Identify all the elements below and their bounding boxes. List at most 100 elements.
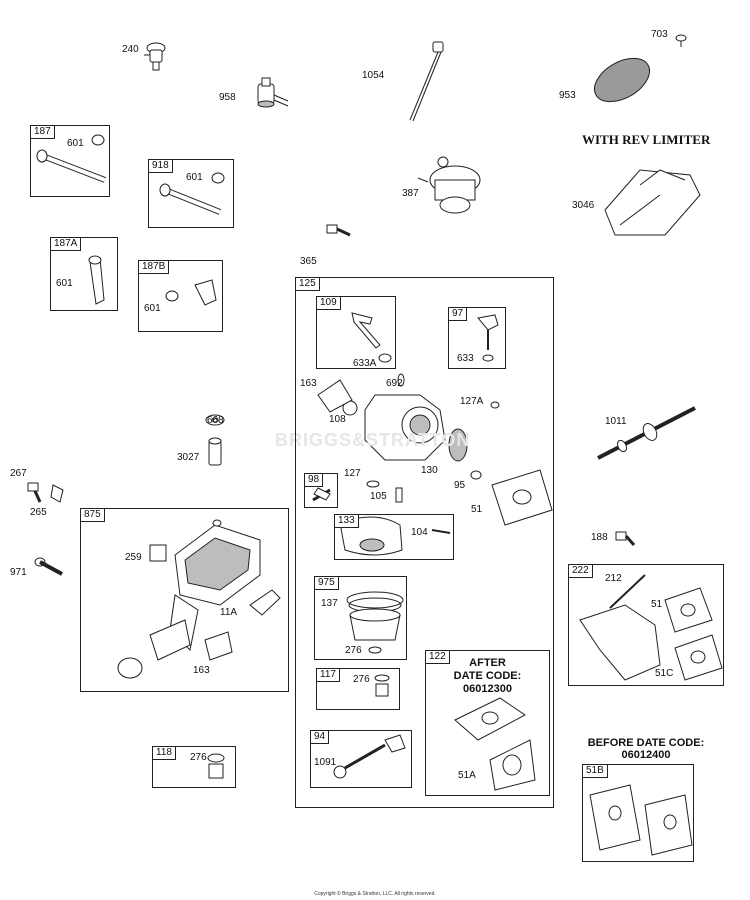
kit-222: 222 212 51 51C	[568, 564, 724, 686]
label-703: 703	[651, 29, 668, 40]
label-127: 127	[344, 468, 361, 479]
rev-limiter-cover-icon	[604, 169, 701, 236]
air-cleaner-base-icon	[117, 519, 281, 679]
kit-118: 118 276	[152, 746, 236, 788]
kit-918: 918 601	[148, 159, 234, 228]
fuel-line-icon	[36, 134, 107, 183]
float-bowl-icon	[346, 591, 404, 654]
kit-875-tag: 875	[80, 508, 105, 522]
label-104: 104	[411, 527, 428, 538]
kit-109-tag: 109	[316, 296, 341, 310]
kit-117-tag: 117	[316, 668, 340, 682]
label-3046: 3046	[572, 200, 595, 211]
kit-975-tag: 975	[314, 576, 339, 590]
kit-122: 122 AFTER DATE CODE: 06012300 51A	[425, 650, 550, 796]
kit-133-tag: 133	[334, 514, 359, 528]
cable-tie-icon	[409, 41, 444, 122]
kit-94-tag: 94	[310, 730, 330, 744]
control-bracket-icon	[579, 574, 723, 681]
label-601-2: 601	[186, 172, 203, 183]
kit-118-tag: 118	[152, 746, 176, 760]
gasket-icon	[491, 469, 553, 526]
label-105: 105	[370, 491, 387, 502]
label-387: 387	[402, 188, 419, 199]
kit-133: 133 104	[334, 514, 454, 560]
label-633a: 633A	[353, 358, 377, 369]
label-1054: 1054	[362, 70, 385, 81]
after-note-line1: AFTER	[469, 657, 506, 669]
copyright-footer: Copyright © Briggs & Stratton, LLC. All …	[314, 891, 436, 897]
label-108: 108	[329, 414, 346, 425]
label-95: 95	[454, 480, 466, 491]
kit-187a-tag: 187A	[50, 237, 82, 251]
label-267: 267	[10, 468, 27, 479]
label-163: 163	[300, 378, 317, 389]
label-276-3: 276	[190, 752, 207, 763]
label-51: 51	[471, 504, 483, 515]
label-137: 137	[321, 598, 338, 609]
kit-94: 94 1091	[310, 730, 412, 788]
bolt-icon-2	[615, 531, 636, 546]
carburetor-body-icon	[317, 373, 500, 503]
heading-rev-limiter: WITH REV LIMITER	[582, 132, 711, 147]
label-971: 971	[10, 567, 27, 578]
kit-187b-tag: 187B	[138, 260, 170, 274]
label-958: 958	[219, 92, 236, 103]
label-276: 276	[345, 645, 362, 656]
nut-icon	[207, 753, 225, 779]
label-601-4: 601	[144, 303, 161, 314]
after-note-line2: DATE CODE:	[453, 670, 522, 682]
gasket-after-icon	[454, 697, 536, 791]
kit-222-tag: 222	[568, 564, 593, 578]
kit-918-tag: 918	[148, 159, 173, 173]
kit-187a: 187A 601	[50, 237, 118, 311]
kit-51b-tag: 51B	[582, 764, 608, 778]
label-601: 601	[67, 138, 84, 149]
label-259: 259	[125, 552, 142, 563]
label-188: 188	[591, 532, 608, 543]
kit-109: 109 633A	[316, 296, 396, 369]
kit-51b: 51B	[582, 764, 694, 862]
fuel-fitting-icon	[144, 42, 166, 71]
kit-187b: 187B 601	[138, 260, 223, 332]
kit-98: 98	[304, 473, 338, 508]
kit-97: 97 633	[448, 307, 506, 369]
before-note-line1: BEFORE DATE CODE:	[587, 737, 705, 749]
label-276-2: 276	[353, 674, 370, 685]
elbow-hose-icon-2	[165, 279, 217, 306]
label-1091: 1091	[314, 757, 337, 768]
fuel-pump-icon	[417, 156, 481, 214]
label-51c: 51C	[655, 668, 674, 679]
kit-122-tag: 122	[425, 650, 450, 664]
after-note-line3: 06012300	[463, 683, 512, 695]
spacer-icon	[208, 437, 222, 466]
screen-icon	[594, 57, 650, 103]
kit-187: 187 601	[30, 125, 110, 197]
label-130: 130	[421, 465, 438, 476]
label-212: 212	[605, 573, 622, 584]
fuel-valve-icon	[257, 77, 289, 108]
label-3027: 3027	[177, 452, 200, 463]
screw-icon	[675, 34, 687, 47]
kit-125-tag: 125	[295, 277, 320, 291]
label-1011: 1011	[605, 416, 627, 427]
kit-975: 975 137 276	[314, 576, 407, 660]
kit-187-tag: 187	[30, 125, 55, 139]
bolt-clip-icon	[27, 482, 64, 503]
kit-117: 117 276	[316, 668, 400, 710]
label-601-3: 601	[56, 278, 73, 289]
washer-icon	[205, 414, 225, 426]
fuel-line-icon-2	[159, 172, 225, 215]
needle-assembly-icon	[333, 734, 406, 779]
kit-98-tag: 98	[304, 473, 324, 487]
elbow-hose-icon	[88, 255, 105, 305]
kit-125-carburetor: 125 163 692 108 127A 127 130 105 95 51	[295, 277, 554, 808]
bolt-icon	[326, 224, 351, 237]
gasket-before-icon	[589, 784, 693, 856]
label-51a: 51A	[458, 770, 476, 781]
shaft-icon	[597, 406, 696, 460]
bowl-nut-icon	[374, 674, 390, 697]
stud-icon	[34, 557, 63, 576]
